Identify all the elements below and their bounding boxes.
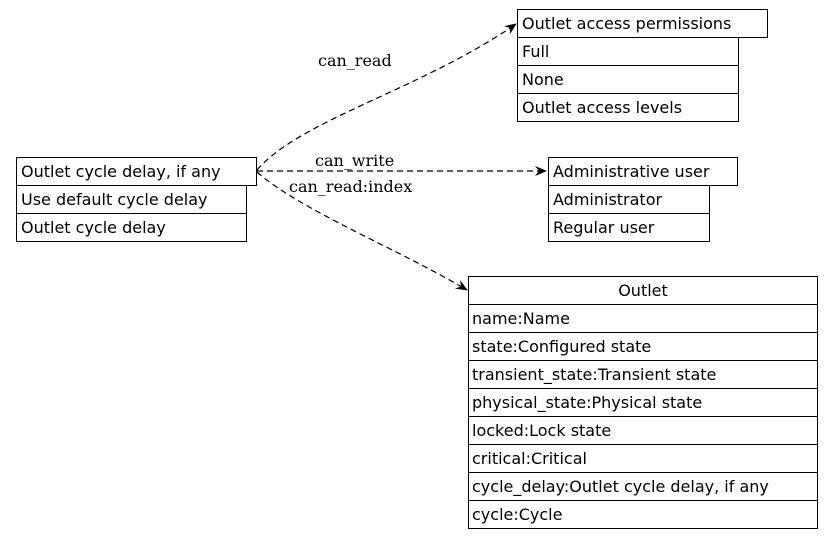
edge-label-can-read-index: can_read:index <box>289 177 412 196</box>
node-outlet-cycle-delay-row: Outlet cycle delay <box>21 218 166 237</box>
node-outlet-row: physical_state:Physical state <box>472 393 702 413</box>
node-administrative-user-title: Administrative user <box>553 162 710 181</box>
node-administrative-user: Administrative user Administrator Regula… <box>548 157 738 242</box>
node-administrative-user-row: Regular user <box>553 218 655 237</box>
node-outlet-access-permissions-row: Full <box>522 42 549 61</box>
edge-can-read: can_read <box>256 23 517 171</box>
node-outlet-access-permissions: Outlet access permissions Full None Outl… <box>517 9 768 122</box>
edge-label-can-read: can_read <box>318 51 392 70</box>
edge-can-read-index: can_read:index <box>256 171 468 291</box>
node-outlet: Outlet name:Name state:Configured state … <box>468 276 818 529</box>
node-outlet-cycle-delay: Outlet cycle delay, if any Use default c… <box>16 157 257 242</box>
node-outlet-row: cycle:Cycle <box>472 505 562 524</box>
node-outlet-row: name:Name <box>472 309 570 328</box>
node-administrative-user-row: Administrator <box>553 190 662 209</box>
node-outlet-row: transient_state:Transient state <box>472 365 716 385</box>
edge-can-write: can_write <box>246 151 547 176</box>
node-outlet-cycle-delay-title: Outlet cycle delay, if any <box>21 162 221 181</box>
node-outlet-access-permissions-row: None <box>522 70 564 89</box>
node-outlet-title: Outlet <box>618 281 668 300</box>
node-outlet-row: state:Configured state <box>472 337 651 356</box>
node-outlet-cycle-delay-row: Use default cycle delay <box>21 190 208 209</box>
node-outlet-row: locked:Lock state <box>472 421 611 440</box>
edge-label-can-write: can_write <box>315 151 394 170</box>
node-outlet-access-permissions-title: Outlet access permissions <box>522 14 731 33</box>
node-outlet-access-permissions-row: Outlet access levels <box>522 98 682 117</box>
node-outlet-row: cycle_delay:Outlet cycle delay, if any <box>472 477 769 497</box>
node-outlet-row: critical:Critical <box>472 449 587 468</box>
